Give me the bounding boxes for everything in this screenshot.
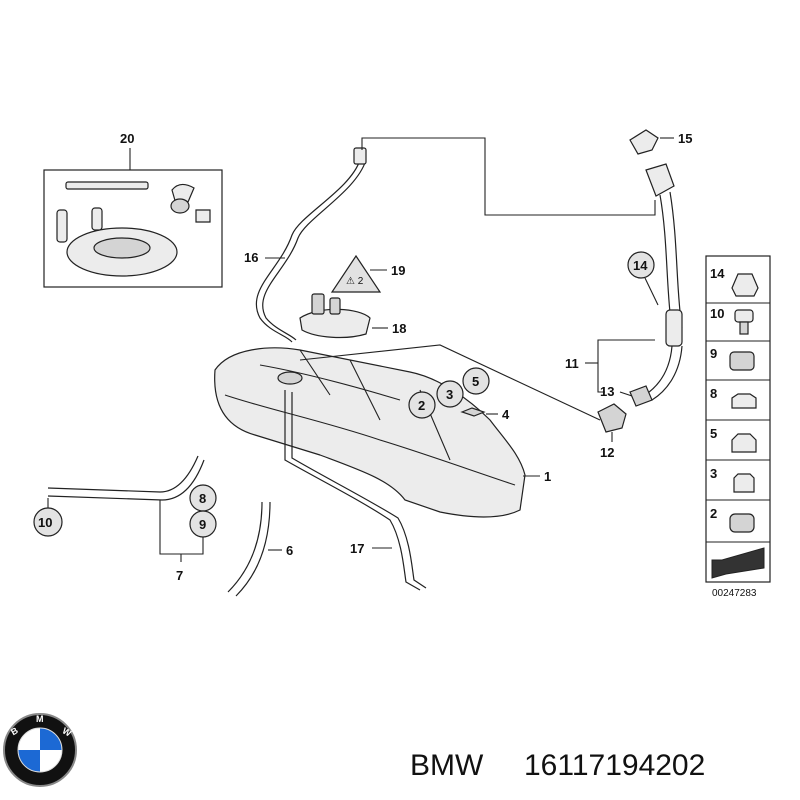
callout-4: 4 bbox=[502, 407, 510, 422]
panel-part-14 bbox=[731, 273, 759, 297]
callout-2: 2 bbox=[418, 398, 425, 413]
callout-18-group: 18 bbox=[299, 293, 406, 339]
callout-13-group: 13 bbox=[600, 384, 653, 407]
kit-20-cap bbox=[170, 198, 190, 214]
part-number: 16117194202 bbox=[524, 749, 705, 782]
warning-triangle bbox=[330, 254, 382, 293]
callout-19-group: ⚠ 2 19 bbox=[330, 254, 405, 293]
bubble-5 bbox=[462, 367, 490, 395]
callout-7: 7 bbox=[176, 568, 183, 583]
panel-part-10 bbox=[734, 309, 754, 323]
callout-1: 1 bbox=[544, 469, 551, 484]
callout-14-group: 14 bbox=[627, 251, 659, 306]
callout-13: 13 bbox=[600, 384, 614, 399]
bmw-logo-quadrant-bl bbox=[18, 750, 40, 772]
panel-part-5 bbox=[731, 433, 757, 453]
panel-label-10: 10 bbox=[710, 306, 724, 321]
panel-part-3 bbox=[733, 473, 755, 493]
kit-20-group: 20 bbox=[43, 131, 223, 288]
callout-3: 3 bbox=[446, 387, 453, 402]
strap-6-group: 6 bbox=[227, 501, 293, 597]
bmw-logo: B M W bbox=[3, 713, 77, 787]
kit-20-strip bbox=[65, 181, 149, 190]
panel-label-3: 3 bbox=[710, 466, 717, 481]
filler-neck-15: 15 bbox=[629, 129, 692, 401]
kit-20-stud-1 bbox=[56, 209, 68, 243]
panel-label-14: 14 bbox=[710, 266, 725, 281]
svg-text:⚠ 2: ⚠ 2 bbox=[346, 276, 364, 287]
bmw-logo-quadrant-tl bbox=[18, 728, 40, 750]
panel-part-8 bbox=[731, 393, 757, 409]
brand-name: BMW bbox=[410, 749, 484, 782]
panel-arrow bbox=[711, 547, 765, 579]
callout-11-group: 11 bbox=[565, 339, 655, 393]
callout-20: 20 bbox=[120, 131, 134, 146]
bmw-logo-quadrant-br bbox=[40, 750, 62, 772]
side-panel-frame bbox=[705, 255, 771, 583]
callout-10: 10 bbox=[38, 515, 52, 530]
bubble-3 bbox=[436, 380, 464, 408]
vent-hose-16: 16 bbox=[244, 147, 367, 343]
leader-tank-18 bbox=[299, 344, 601, 421]
callout-14: 14 bbox=[633, 258, 648, 273]
side-panel: 14 10 9 8 5 3 2 00247283 bbox=[705, 255, 771, 599]
kit-20-frame bbox=[43, 169, 223, 288]
kit-20-stud-2 bbox=[91, 207, 103, 231]
kit-20-ring-inner bbox=[93, 237, 151, 259]
panel-label-8: 8 bbox=[710, 386, 717, 401]
callout-12-group: 12 bbox=[597, 403, 627, 460]
panel-label-2: 2 bbox=[710, 506, 717, 521]
callout-8: 8 bbox=[199, 491, 206, 506]
leader-16-15 bbox=[361, 137, 656, 216]
svg-text:B: B bbox=[9, 725, 20, 737]
callout-19: 19 bbox=[391, 263, 405, 278]
callout-5: 5 bbox=[472, 374, 479, 389]
callout-16: 16 bbox=[244, 250, 258, 265]
callout-2-3-5-group: 2 3 5 4 bbox=[408, 367, 510, 422]
callout-17: 17 bbox=[350, 541, 364, 556]
bubble-2 bbox=[408, 391, 436, 419]
bubble-14 bbox=[627, 251, 655, 279]
callout-15: 15 bbox=[678, 131, 692, 146]
bmw-logo-quadrant-tr bbox=[40, 728, 62, 750]
strap-17-group: 17 bbox=[284, 390, 427, 591]
kit-20-clip bbox=[195, 209, 211, 223]
callout-18: 18 bbox=[392, 321, 406, 336]
svg-text:M: M bbox=[36, 714, 44, 724]
callout-11: 11 bbox=[565, 356, 579, 371]
callout-6: 6 bbox=[286, 543, 293, 558]
strap-7-group: 10 8 9 7 bbox=[33, 455, 217, 583]
panel-label-9: 9 bbox=[710, 346, 717, 361]
callout-9: 9 bbox=[199, 517, 206, 532]
panel-label-5: 5 bbox=[710, 426, 717, 441]
diagram-number: 00247283 bbox=[712, 588, 757, 599]
panel-part-2 bbox=[729, 513, 755, 533]
callout-12: 12 bbox=[600, 445, 614, 460]
panel-part-9 bbox=[729, 351, 755, 371]
